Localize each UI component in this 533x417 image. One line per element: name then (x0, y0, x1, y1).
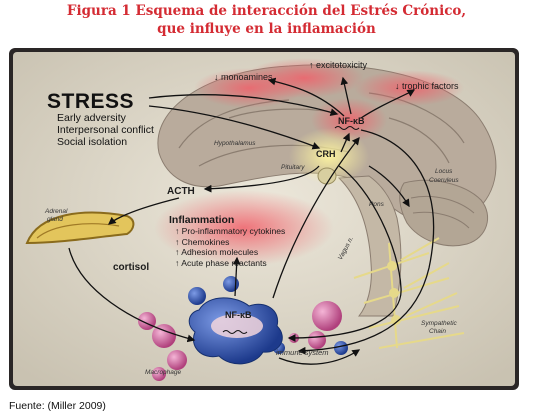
inflammation-item: ↑ Acute phase reactants (175, 257, 267, 268)
inflammation-item: ↑ Adhesion molecules (175, 247, 259, 257)
inflammation-item: ↑ Pro-inflammatory cytokines (175, 226, 286, 236)
monoamines-glow (194, 68, 304, 108)
monoamines-label: ↓ monoamines (214, 72, 273, 82)
inflammation-list: ↑ Pro-inflammatory cytokines ↑ Chemokine… (175, 226, 285, 268)
stress-factor: Social isolation (57, 136, 128, 148)
pons-label: Pons (369, 201, 384, 208)
inflammation-heading: Inflammation (169, 214, 235, 226)
crh-label: CRH (316, 149, 336, 159)
sympathetic-chain-label-1: Sympathetic (421, 320, 457, 327)
hypothalamus-label: Hypothalamus (214, 140, 256, 147)
inflammation-glow (154, 190, 334, 266)
figure-title-line-1: Figura 1 Esquema de interacción del Estr… (66, 3, 467, 19)
adrenal-gland-shape (25, 211, 135, 245)
adrenal-gland-label-1: Adrenal (45, 208, 68, 215)
figure-title-line-2: que influye en la inflamación (157, 21, 376, 37)
inflammation-item: ↑ Chemokines (175, 236, 230, 247)
locus-coeruleus-label-2: Coeruleus (429, 177, 459, 184)
macrophage-label: Macrophage (145, 369, 182, 376)
stress-factor: Interpersonal conflict (57, 124, 154, 136)
acth-label: ACTH (167, 186, 195, 197)
adrenal-gland-label-2: gland (47, 216, 63, 223)
nfkb-brain-label: NF-κB (338, 116, 365, 126)
excitotoxicity-label: ↑ excitotoxicity (309, 60, 368, 70)
stress-inflammation-diagram: STRESS Early adversity Interpersonal con… (9, 48, 519, 390)
trophic-factors-label: ↓ trophic factors (395, 81, 459, 91)
pituitary-gland (317, 167, 337, 185)
locus-coeruleus-label-1: Locus (435, 168, 453, 175)
crh-glow (289, 128, 369, 184)
pathway-arrows (68, 76, 435, 365)
immune-system-label: immune system (276, 348, 329, 357)
nfkb-macrophage-label: NF-κB (225, 310, 252, 320)
sympathetic-chain-label-2: Chain (429, 328, 446, 335)
stress-factors-list: Early adversity Interpersonal conflict S… (57, 112, 154, 148)
stress-heading: STRESS (47, 90, 135, 113)
figure-source-caption: Fuente: (Miller 2009) (9, 400, 106, 412)
pituitary-label: Pituitary (281, 164, 305, 171)
trophic-glow (354, 70, 464, 106)
diagram-illustration (13, 52, 515, 386)
sympathetic-nerves (353, 237, 465, 349)
stress-factor: Early adversity (57, 112, 126, 124)
cortisol-label: cortisol (113, 262, 150, 273)
